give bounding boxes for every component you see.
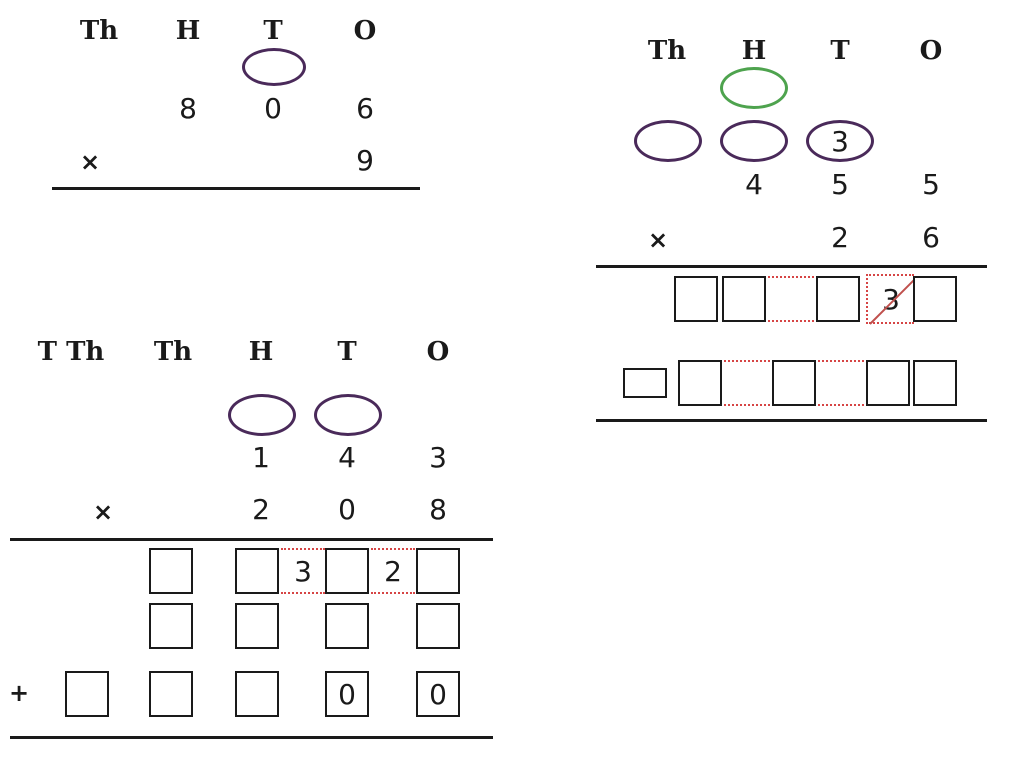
header-thousands: Th <box>79 16 119 46</box>
carry-slot-dotted[interactable] <box>768 276 814 322</box>
answer-line <box>596 265 987 268</box>
multiplicand-tens: 5 <box>831 168 849 201</box>
multiply-sign: × <box>92 498 114 526</box>
answer-box[interactable] <box>416 603 460 649</box>
carry-oval-tens[interactable]: 3 <box>806 120 874 162</box>
header-tens: T <box>263 16 283 46</box>
multiplier-tens: 0 <box>338 493 356 526</box>
multiplier-tens: 2 <box>831 221 849 254</box>
header-hundreds: H <box>175 16 201 46</box>
multiplicand-ones: 3 <box>429 441 447 474</box>
carry-slot-dotted[interactable] <box>818 360 864 406</box>
header-thousands: Th <box>153 337 193 367</box>
carry-slot-dotted[interactable]: 2 <box>371 548 415 594</box>
highlight-oval-hundreds[interactable] <box>720 67 788 109</box>
multiplicand-ones: 5 <box>922 168 940 201</box>
multiplier-hundreds: 2 <box>252 493 270 526</box>
answer-box[interactable] <box>722 276 766 322</box>
answer-box[interactable] <box>235 603 279 649</box>
multiplier-ones: 9 <box>356 144 374 177</box>
answer-value: 0 <box>338 677 356 711</box>
sum-line <box>10 736 493 739</box>
answer-box[interactable] <box>913 360 957 406</box>
carry-value: 3 <box>294 554 312 588</box>
answer-box[interactable] <box>149 671 193 717</box>
small-answer-box[interactable] <box>623 368 667 398</box>
header-thousands: Th <box>647 36 687 66</box>
multiplicand-hundreds: 4 <box>745 168 763 201</box>
multiplier-ones: 8 <box>429 493 447 526</box>
header-hundreds: H <box>741 36 767 66</box>
answer-line <box>10 538 493 541</box>
answer-box[interactable] <box>674 276 718 322</box>
multiplier-ones: 6 <box>922 221 940 254</box>
answer-box[interactable] <box>678 360 722 406</box>
multiply-sign: × <box>79 148 101 176</box>
answer-box[interactable] <box>816 276 860 322</box>
answer-line <box>52 187 420 190</box>
carry-oval-hundreds[interactable] <box>720 120 788 162</box>
multiplicand-hundreds: 1 <box>252 441 270 474</box>
answer-box-filled[interactable]: 0 <box>325 671 369 717</box>
answer-box[interactable] <box>235 548 279 594</box>
crossed-carry-slot[interactable]: 3 <box>866 274 916 325</box>
carry-oval-thousands[interactable] <box>634 120 702 162</box>
answer-box[interactable] <box>235 671 279 717</box>
header-ones: O <box>353 16 377 46</box>
strike-line-icon <box>869 276 916 325</box>
header-ones: O <box>919 36 943 66</box>
carry-value: 3 <box>831 124 849 158</box>
plus-sign: + <box>8 679 30 707</box>
answer-box[interactable] <box>772 360 816 406</box>
answer-box[interactable] <box>866 360 910 406</box>
carry-oval-tens[interactable] <box>242 48 306 86</box>
answer-box[interactable] <box>65 671 109 717</box>
carry-oval-tens[interactable] <box>314 394 382 436</box>
answer-box[interactable] <box>913 276 957 322</box>
header-hundreds: H <box>248 337 274 367</box>
carry-value: 2 <box>384 554 402 588</box>
header-tens: T <box>830 36 850 66</box>
carry-slot-dotted[interactable] <box>724 360 770 406</box>
answer-value: 0 <box>429 677 447 711</box>
multiplicand-tens: 0 <box>264 92 282 125</box>
header-tens: T <box>337 337 357 367</box>
header-ten-thousands: T Th <box>37 337 105 367</box>
header-ones: O <box>426 337 450 367</box>
answer-box[interactable] <box>149 603 193 649</box>
answer-box[interactable] <box>416 548 460 594</box>
answer-box[interactable] <box>149 548 193 594</box>
multiply-sign: × <box>647 226 669 254</box>
multiplicand-hundreds: 8 <box>179 92 197 125</box>
carry-slot-dotted[interactable]: 3 <box>281 548 325 594</box>
answer-box[interactable] <box>325 603 369 649</box>
answer-box-filled[interactable]: 0 <box>416 671 460 717</box>
multiplicand-ones: 6 <box>356 92 374 125</box>
multiplicand-tens: 4 <box>338 441 356 474</box>
carry-oval-hundreds[interactable] <box>228 394 296 436</box>
answer-box[interactable] <box>325 548 369 594</box>
sum-line <box>596 419 987 422</box>
